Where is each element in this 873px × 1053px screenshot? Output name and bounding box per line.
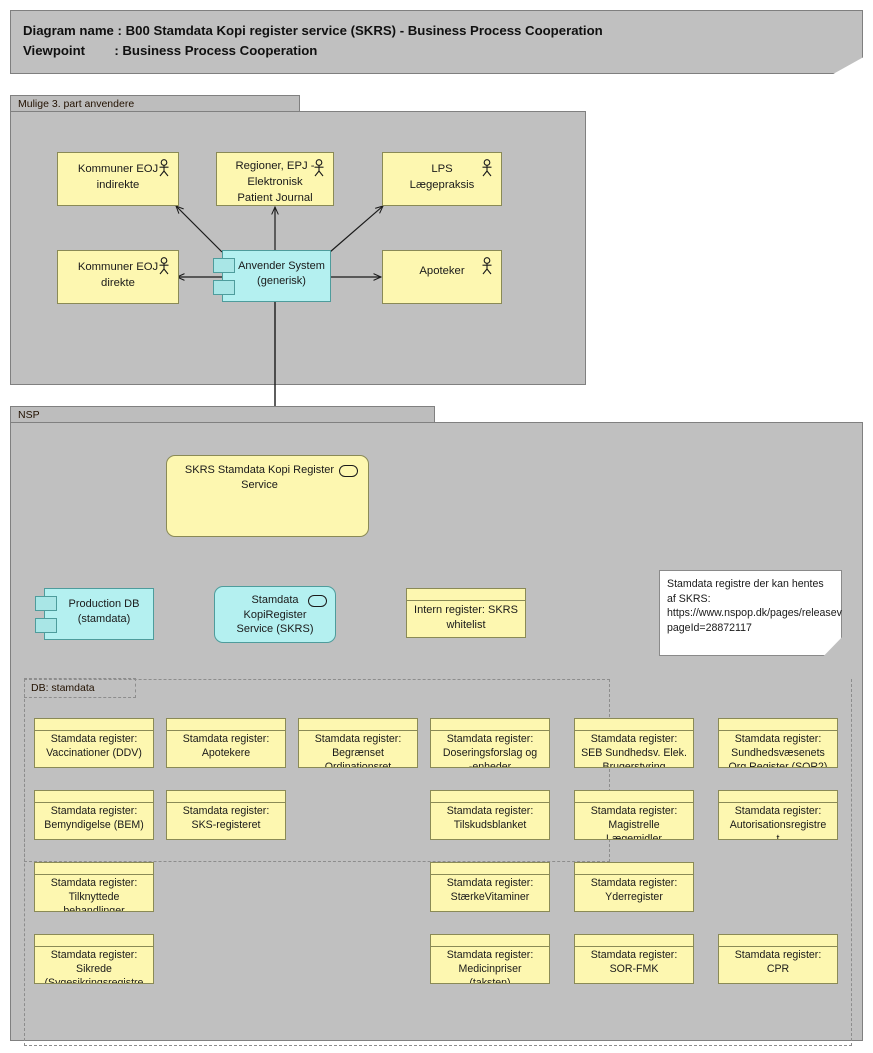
node-label: Production DB (stamdata) bbox=[68, 598, 140, 625]
component-tab-icon bbox=[213, 258, 235, 273]
register-label: Stamdata register: Bemyndigelse (BEM) bbox=[44, 805, 144, 832]
register-card[interactable]: Stamdata register: Vaccinationer (DDV) bbox=[34, 718, 154, 768]
register-header-strip bbox=[575, 935, 693, 947]
register-card[interactable]: Stamdata register: Begrænset Ordinations… bbox=[298, 718, 418, 768]
register-label: Stamdata register: SKS-registeret bbox=[182, 805, 270, 832]
group-db-stamdata: DB: stamdata bbox=[24, 678, 852, 1046]
register-card[interactable]: Stamdata register: Bemyndigelse (BEM) bbox=[34, 790, 154, 840]
node-label: Anvender System (generisk) bbox=[238, 260, 325, 287]
actor-icon bbox=[482, 257, 492, 275]
actor-icon bbox=[159, 159, 169, 177]
register-card[interactable]: Stamdata register: Sikrede (Sygesikrings… bbox=[34, 934, 154, 984]
register-label: Stamdata register: SEB Sundhedsv. Elek. … bbox=[581, 733, 687, 768]
register-header-strip bbox=[431, 935, 549, 947]
register-header-strip bbox=[431, 719, 549, 731]
register-header-strip bbox=[167, 719, 285, 731]
register-header-strip bbox=[575, 863, 693, 875]
node-intern-register-skrs-whitelist[interactable]: Intern register: SKRS whitelist bbox=[406, 588, 526, 638]
register-card[interactable]: Stamdata register: Tilknyttede behandlin… bbox=[34, 862, 154, 912]
register-header-strip bbox=[719, 791, 837, 803]
register-label: Stamdata register: Tilskudsblanket bbox=[446, 805, 534, 832]
register-label: Stamdata register: StærkeVitaminer bbox=[446, 877, 534, 904]
node-label: Stamdata KopiRegister Service (SKRS) bbox=[236, 594, 314, 635]
register-header-strip bbox=[431, 863, 549, 875]
register-card[interactable]: Stamdata register: CPR bbox=[718, 934, 838, 984]
node-production-db[interactable]: Production DB (stamdata) bbox=[35, 588, 154, 640]
register-card[interactable]: Stamdata register: SEB Sundhedsv. Elek. … bbox=[574, 718, 694, 768]
node-stamdata-kopiregister-service[interactable]: Stamdata KopiRegister Service (SKRS) bbox=[214, 586, 336, 643]
register-card[interactable]: Stamdata register: Yderregister bbox=[574, 862, 694, 912]
node-skrs-stamdata-kopi-register-service[interactable]: SKRS Stamdata Kopi Register Service bbox=[166, 455, 369, 537]
diagram-title-line1: Diagram name : B00 Stamdata Kopi registe… bbox=[23, 23, 603, 38]
register-header-strip bbox=[575, 719, 693, 731]
register-label: Stamdata register: Medicinpriser (takste… bbox=[446, 949, 534, 984]
component-tab-icon bbox=[35, 618, 57, 633]
register-label: Stamdata register: CPR bbox=[734, 949, 822, 976]
register-card[interactable]: Stamdata register: Apotekere bbox=[166, 718, 286, 768]
register-label: Stamdata register: Autorisationsregistre… bbox=[729, 805, 827, 840]
register-label: Stamdata register: SOR-FMK bbox=[590, 949, 678, 976]
register-header-strip bbox=[35, 863, 153, 875]
register-header-strip bbox=[719, 719, 837, 731]
register-label: Stamdata register: Doseringsforslag og -… bbox=[442, 733, 538, 768]
register-card[interactable]: Stamdata register: SKS-registeret bbox=[166, 790, 286, 840]
register-card[interactable]: Stamdata register: Tilskudsblanket bbox=[430, 790, 550, 840]
component-tab-icon bbox=[213, 280, 235, 295]
register-label: Stamdata register: Yderregister bbox=[590, 877, 678, 904]
node-anvender-system[interactable]: Anvender System (generisk) bbox=[213, 250, 331, 302]
node-regioner-epj[interactable]: Regioner, EPJ - Elektronisk Patient Jour… bbox=[216, 152, 334, 206]
note-text: Stamdata registre der kan hentes af SKRS… bbox=[667, 578, 873, 634]
group-tab-db-stamdata: DB: stamdata bbox=[24, 678, 136, 698]
actor-icon bbox=[159, 257, 169, 275]
diagram-title-line2: Viewpoint : Business Process Cooperation bbox=[23, 43, 318, 58]
node-label: LPS Lægepraksis bbox=[409, 163, 475, 191]
register-label: Stamdata register: Magistrelle Lægemidle… bbox=[590, 805, 678, 840]
register-header-strip bbox=[35, 719, 153, 731]
register-label: Stamdata register: Begrænset Ordinations… bbox=[314, 733, 402, 768]
service-oval-icon bbox=[308, 595, 327, 607]
register-card[interactable]: Stamdata register: Doseringsforslag og -… bbox=[430, 718, 550, 768]
note-stamdata-registre: Stamdata registre der kan hentes af SKRS… bbox=[659, 570, 842, 656]
register-label: Stamdata register: Vaccinationer (DDV) bbox=[46, 733, 142, 760]
node-label: Apoteker bbox=[419, 265, 465, 277]
node-lps-laegepraksis[interactable]: LPS Lægepraksis bbox=[382, 152, 502, 206]
register-header-strip bbox=[35, 791, 153, 803]
diagram-title-banner: Diagram name : B00 Stamdata Kopi registe… bbox=[10, 10, 863, 74]
node-kommuner-eoj-indirekte[interactable]: Kommuner EOJ indirekte bbox=[57, 152, 179, 206]
register-label: Stamdata register: Sundhedsvæsenets Org … bbox=[728, 733, 828, 768]
register-header-strip bbox=[35, 935, 153, 947]
register-header-strip bbox=[407, 589, 525, 601]
register-card[interactable]: Stamdata register: Medicinpriser (takste… bbox=[430, 934, 550, 984]
group-tab-nsp: NSP bbox=[10, 406, 435, 423]
node-apoteker[interactable]: Apoteker bbox=[382, 250, 502, 304]
register-header-strip bbox=[575, 791, 693, 803]
register-label: Stamdata register: Tilknyttede behandlin… bbox=[50, 877, 138, 912]
node-label: Intern register: SKRS whitelist bbox=[414, 604, 518, 631]
register-card[interactable]: Stamdata register: Sundhedsvæsenets Org … bbox=[718, 718, 838, 768]
register-card[interactable]: Stamdata register: Magistrelle Lægemidle… bbox=[574, 790, 694, 840]
register-header-strip bbox=[167, 791, 285, 803]
component-tab-icon bbox=[35, 596, 57, 611]
actor-icon bbox=[482, 159, 492, 177]
register-header-strip bbox=[299, 719, 417, 731]
node-label: Kommuner EOJ indirekte bbox=[77, 163, 159, 191]
actor-icon bbox=[314, 159, 324, 177]
register-card[interactable]: Stamdata register: StærkeVitaminer bbox=[430, 862, 550, 912]
register-card[interactable]: Stamdata register: Autorisationsregistre… bbox=[718, 790, 838, 840]
register-label: Stamdata register: Apotekere bbox=[182, 733, 270, 760]
service-oval-icon bbox=[339, 465, 358, 477]
register-header-strip bbox=[719, 935, 837, 947]
register-card[interactable]: Stamdata register: SOR-FMK bbox=[574, 934, 694, 984]
register-header-strip bbox=[431, 791, 549, 803]
register-label: Stamdata register: Sikrede (Sygesikrings… bbox=[44, 949, 144, 984]
group-tab-third-party: Mulige 3. part anvendere bbox=[10, 95, 300, 112]
node-kommuner-eoj-direkte[interactable]: Kommuner EOJ direkte bbox=[57, 250, 179, 304]
node-label: SKRS Stamdata Kopi Register Service bbox=[184, 464, 335, 491]
node-label: Kommuner EOJ direkte bbox=[77, 261, 159, 289]
node-label: Regioner, EPJ - Elektronisk Patient Jour… bbox=[235, 160, 315, 204]
